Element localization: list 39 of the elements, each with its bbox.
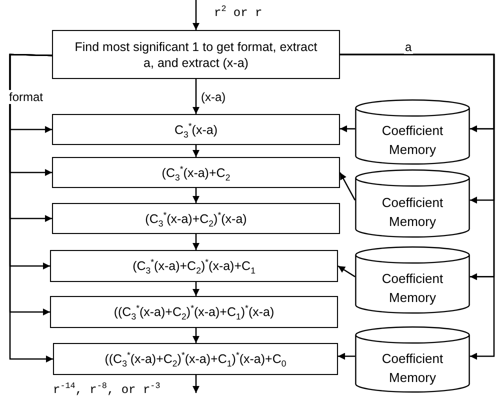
process-box [50,250,338,282]
arrow [192,188,200,203]
arrow [192,234,200,250]
process-box [52,203,340,234]
arrow [192,79,200,114]
arrow [9,54,53,362]
edge-label: (x-a) [200,90,227,104]
process-box [50,296,338,328]
arrow [192,375,200,393]
arrow [338,352,355,360]
arrow [338,265,356,278]
node-text: Coefficient Memory [380,194,444,230]
node-text: (C$_{3}$$^{*}$(x-a)+C$_{2}$)$^{*}$(x-a)+C$_{1}$ [132,258,256,274]
arrow [340,54,495,360]
process-box [52,30,340,79]
node-text: Coefficient Memory [380,350,444,386]
arrow [192,0,200,30]
node-text: Coefficient Memory [380,270,444,307]
node-text: C$_{3}$$^{*}$(x-a) [174,122,218,138]
memory-cylinder [355,327,470,392]
node-text: Find most significant 1 to get format, extract a, and extract (x-a) [74,38,318,70]
node-text: (C$_{3}$$^{*}$(x-a)+C$_{2}$ [162,164,230,180]
arrow [192,145,200,157]
arrow [339,172,356,200]
arrow [192,328,200,343]
edge-label: r$^{-14}$, r$^{-8}$, or r$^{-3}$ [52,383,162,397]
memory-cylinder [355,170,470,237]
process-box [52,157,340,188]
node-text: ((C$_{3}$$^{*}$(x-a)+C$_{2}$)$^{*}$(x-a)+C$_{1}$)$^{*}$(x-a) [114,304,274,320]
process-box [52,114,340,145]
node-text: Coefficient Memory [380,122,444,159]
arrow [192,282,200,296]
memory-cylinder [355,247,470,313]
edge-label: format [8,90,44,104]
process-box [53,343,338,375]
node-text: (C$_{3}$$^{*}$(x-a)+C$_{2}$)$^{*}$(x-a) [145,210,247,226]
node-text: ((C$_{3}$$^{*}$(x-a)+C$_{2}$)$^{*}$(x-a)+C$_{1}$)$^{*}$(x-a)+C$_{0}$ [104,351,286,367]
memory-cylinder [355,100,470,164]
arrow [340,125,355,132]
